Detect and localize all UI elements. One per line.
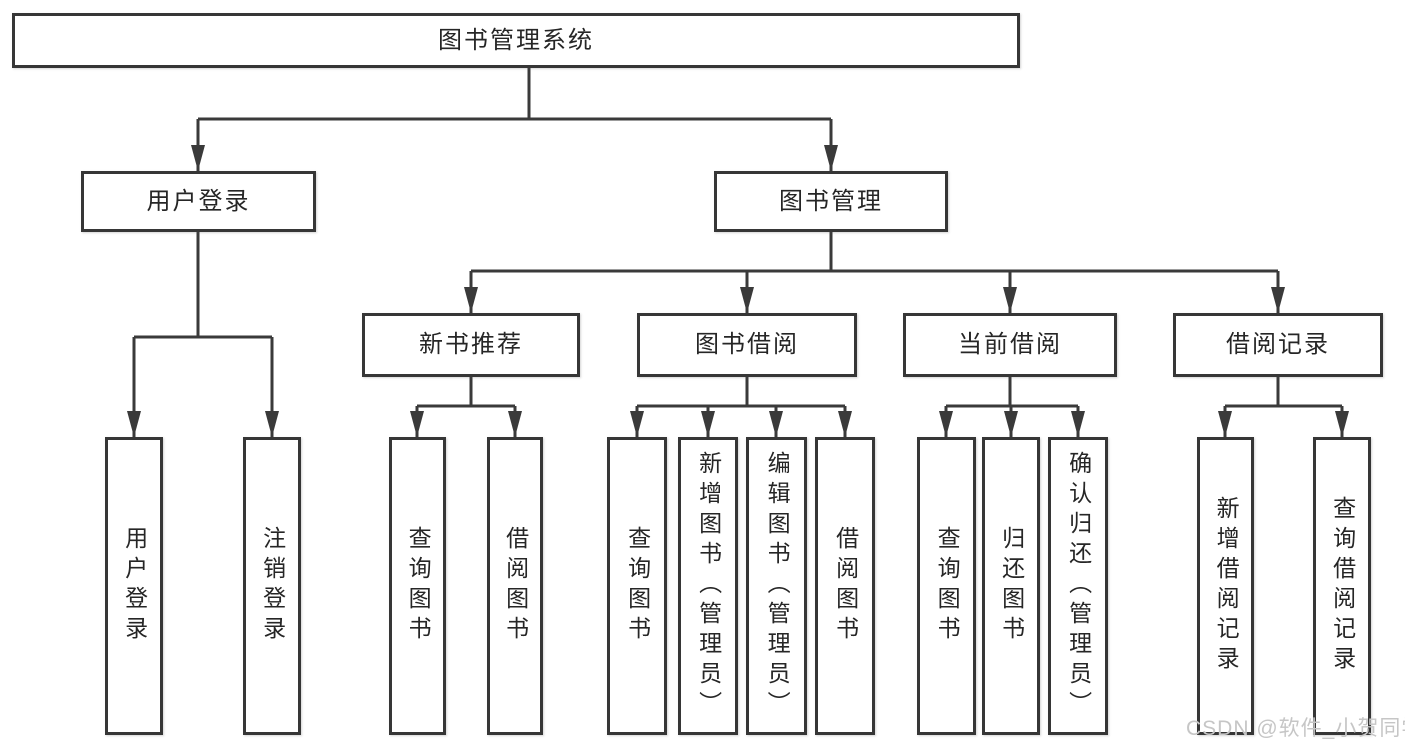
leaf-add-borrow-record: 新增借阅记录 [1197, 437, 1254, 735]
node-book-borrow: 图书借阅 [637, 313, 857, 377]
node-new-book-recommend-label: 新书推荐 [419, 331, 523, 358]
leaf-edit-book-admin-label: 编辑图书（管理员） [764, 451, 791, 721]
node-borrow-records-label: 借阅记录 [1226, 331, 1330, 358]
node-book-borrow-label: 图书借阅 [695, 331, 799, 358]
csdn-watermark: CSDN @软件_小贺同学 [1186, 717, 1405, 740]
leaf-confirm-return-admin: 确认归还（管理员） [1048, 437, 1108, 735]
leaf-borrow-book: 借阅图书 [815, 437, 875, 735]
leaf-return-book-label: 归还图书 [998, 526, 1025, 646]
node-user-login: 用户登录 [81, 171, 316, 232]
node-root: 图书管理系统 [12, 13, 1020, 68]
leaf-return-book: 归还图书 [982, 437, 1040, 735]
leaf-user-login-label: 用户登录 [121, 526, 148, 646]
node-user-login-label: 用户登录 [146, 187, 251, 215]
node-book-management-label: 图书管理 [779, 187, 883, 215]
node-borrow-records: 借阅记录 [1173, 313, 1383, 377]
connector-arrows [127, 119, 1349, 437]
node-book-management: 图书管理 [714, 171, 948, 232]
leaf-add-borrow-record-label: 新增借阅记录 [1213, 496, 1240, 676]
leaf-edit-book-admin: 编辑图书（管理员） [746, 437, 807, 735]
leaf-query-book-borrow: 查询图书 [607, 437, 667, 735]
node-current-borrow-label: 当前借阅 [958, 331, 1062, 358]
leaf-user-login: 用户登录 [105, 437, 163, 735]
leaf-query-book-recommend: 查询图书 [389, 437, 446, 735]
leaf-borrow-book-recommend-label: 借阅图书 [502, 526, 529, 646]
leaf-add-book-admin-label: 新增图书（管理员） [695, 451, 722, 721]
leaf-confirm-return-admin-label: 确认归还（管理员） [1065, 451, 1092, 721]
leaf-query-book-borrow-label: 查询图书 [624, 526, 651, 646]
leaf-logout: 注销登录 [243, 437, 301, 735]
leaf-query-book-current: 查询图书 [917, 437, 976, 735]
leaf-query-book-current-label: 查询图书 [934, 526, 961, 646]
leaf-borrow-book-label: 借阅图书 [832, 526, 859, 646]
leaf-query-borrow-record-label: 查询借阅记录 [1329, 496, 1356, 676]
leaf-query-book-recommend-label: 查询图书 [405, 526, 432, 646]
leaf-add-book-admin: 新增图书（管理员） [678, 437, 738, 735]
leaf-query-borrow-record: 查询借阅记录 [1313, 437, 1371, 735]
node-new-book-recommend: 新书推荐 [362, 313, 580, 377]
leaf-borrow-book-recommend: 借阅图书 [487, 437, 543, 735]
node-root-label: 图书管理系统 [438, 26, 594, 54]
node-current-borrow: 当前借阅 [903, 313, 1117, 377]
leaf-logout-label: 注销登录 [259, 526, 286, 646]
